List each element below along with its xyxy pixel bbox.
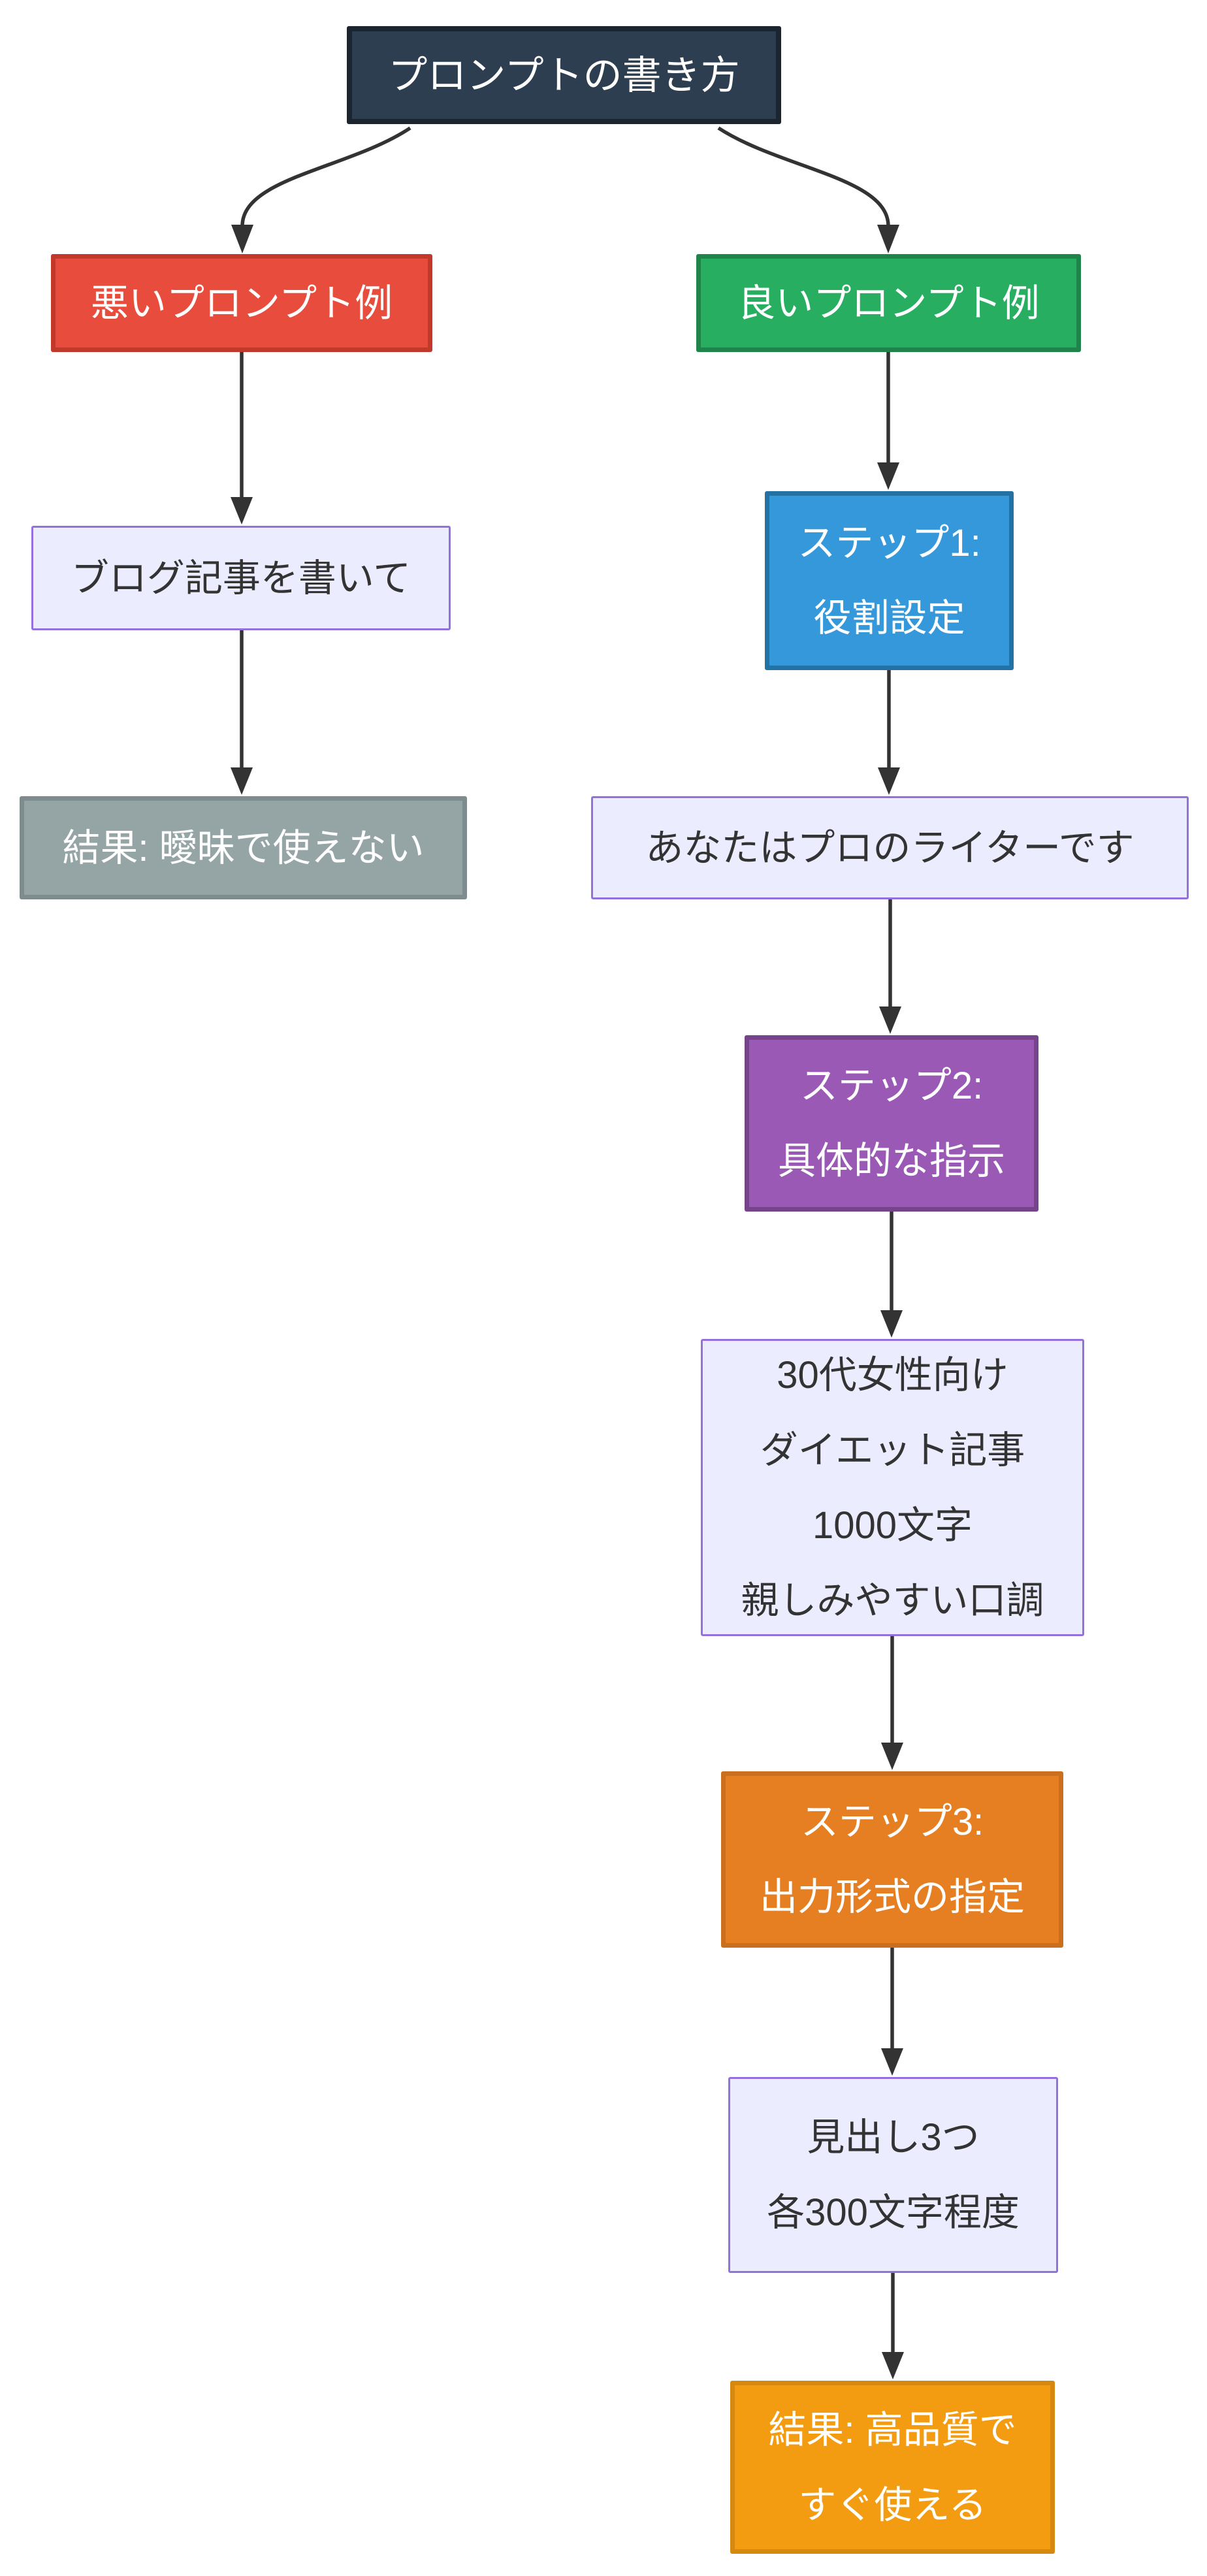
node-bad-result: 結果: 曖昧で使えない bbox=[20, 796, 467, 899]
node-step2-example-line1: 30代女性向け bbox=[777, 1353, 1008, 1396]
edge-step1-example-to-step2 bbox=[879, 899, 901, 1034]
node-step2-example-line3: 1000文字 bbox=[812, 1504, 973, 1547]
node-prompt-howto-title-label: プロンプトの書き方 bbox=[388, 53, 740, 97]
edge-title-to-bad bbox=[231, 126, 411, 253]
node-step2-example: 30代女性向け ダイエット記事 1000文字 親しみやすい口調 bbox=[701, 1339, 1084, 1636]
node-good-result-line1: 結果: 高品質で bbox=[768, 2408, 1017, 2451]
edge-good-to-step1 bbox=[877, 352, 899, 490]
node-step2-example-line4: 親しみやすい口調 bbox=[741, 1579, 1044, 1622]
node-step2-example-line2: ダイエット記事 bbox=[760, 1428, 1025, 1472]
node-step3-example-line1: 見出し3つ bbox=[807, 2116, 980, 2159]
node-good-result-line2: すぐ使える bbox=[798, 2483, 987, 2526]
edge-step3-to-step3-example bbox=[881, 1948, 903, 2076]
node-bad-example-label: 悪いプロンプト例 bbox=[90, 282, 393, 325]
node-step1-example: あなたはプロのライターです bbox=[591, 796, 1189, 899]
node-step3-example-line2: 各300文字程度 bbox=[767, 2191, 1020, 2234]
node-step3-example: 見出し3つ 各300文字程度 bbox=[728, 2077, 1058, 2273]
node-bad-prompt-text-label: ブログ記事を書いて bbox=[71, 556, 411, 600]
node-step2: ステップ2: 具体的な指示 bbox=[745, 1035, 1038, 1212]
node-step3-label-line2: 出力形式の指定 bbox=[759, 1876, 1025, 1918]
edge-step2-to-step2-example bbox=[880, 1212, 903, 1338]
node-step1-example-label: あなたはプロのライターです bbox=[645, 826, 1135, 869]
edge-step3-example-to-good-result bbox=[882, 2273, 904, 2379]
node-good-example: 良いプロンプト例 bbox=[696, 254, 1081, 352]
node-prompt-howto-title: プロンプトの書き方 bbox=[347, 26, 781, 124]
node-good-result: 結果: 高品質で すぐ使える bbox=[730, 2381, 1055, 2554]
node-bad-result-label: 結果: 曖昧で使えない bbox=[62, 826, 425, 869]
node-step3: ステップ3: 出力形式の指定 bbox=[721, 1771, 1063, 1948]
node-good-example-label: 良いプロンプト例 bbox=[737, 282, 1040, 325]
node-step1: ステップ1: 役割設定 bbox=[765, 491, 1014, 670]
node-bad-example: 悪いプロンプト例 bbox=[51, 254, 432, 352]
edge-step2-example-to-step3 bbox=[881, 1636, 903, 1770]
node-step1-label-line2: 役割設定 bbox=[813, 597, 965, 639]
node-step3-label-line1: ステップ3: bbox=[800, 1801, 984, 1843]
node-step1-label-line1: ステップ1: bbox=[797, 522, 981, 564]
node-bad-prompt-text: ブログ記事を書いて bbox=[31, 526, 451, 630]
edge-bad-prompt-to-bad-result bbox=[231, 630, 253, 795]
edge-step1-to-step1-example bbox=[878, 670, 900, 795]
node-step2-label-line2: 具体的な指示 bbox=[777, 1140, 1005, 1182]
edge-bad-to-bad-prompt bbox=[231, 352, 253, 524]
node-step2-label-line1: ステップ2: bbox=[799, 1065, 984, 1107]
edge-title-to-good bbox=[717, 126, 899, 253]
